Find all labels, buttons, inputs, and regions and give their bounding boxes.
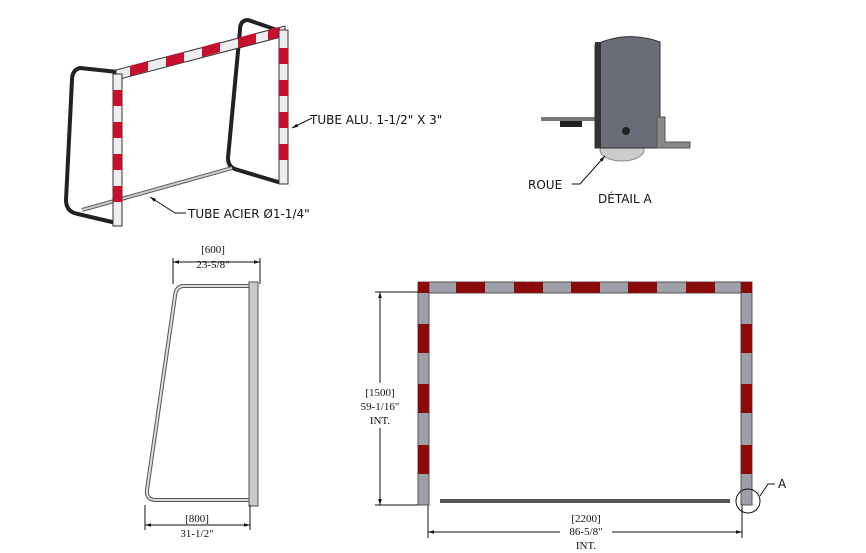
crossbar xyxy=(115,25,286,81)
front-width-note: INT. xyxy=(576,540,597,552)
roue-label: ROUE xyxy=(528,178,562,192)
front-left-post xyxy=(112,73,123,227)
side-view: [600] 23-5/8" [800] 31-1/2" xyxy=(144,244,261,540)
front-height-in: 59-1/16" xyxy=(361,401,400,413)
front-width-in: 86-5/8" xyxy=(569,526,602,538)
detail-a-marker: A xyxy=(778,477,787,491)
isometric-view: TUBE ALU. 1-1/2" X 3" TUBE ACIER Ø1-1/4" xyxy=(64,18,442,227)
front-view: A [1500] 59-1/16" INT. [2200] 86-5/8" IN… xyxy=(361,281,787,552)
side-top-in: 23-5/8" xyxy=(196,259,229,271)
front-right-post xyxy=(278,29,289,185)
front-height-mm: [1500] xyxy=(365,387,394,399)
side-bottom-in: 31-1/2" xyxy=(180,528,213,540)
front-width-mm: [2200] xyxy=(571,513,600,525)
tube-alu-label: TUBE ALU. 1-1/2" X 3" xyxy=(309,113,442,127)
detail-a-title: DÉTAIL A xyxy=(598,191,652,206)
detail-a-view: ROUE DÉTAIL A xyxy=(528,36,691,206)
side-top-mm: [600] xyxy=(201,244,225,256)
right-back-tube xyxy=(226,18,285,184)
left-back-tube xyxy=(64,66,120,224)
tube-acier-label: TUBE ACIER Ø1-1/4" xyxy=(187,207,310,221)
front-height-note: INT. xyxy=(370,415,391,427)
side-bottom-mm: [800] xyxy=(185,513,209,525)
